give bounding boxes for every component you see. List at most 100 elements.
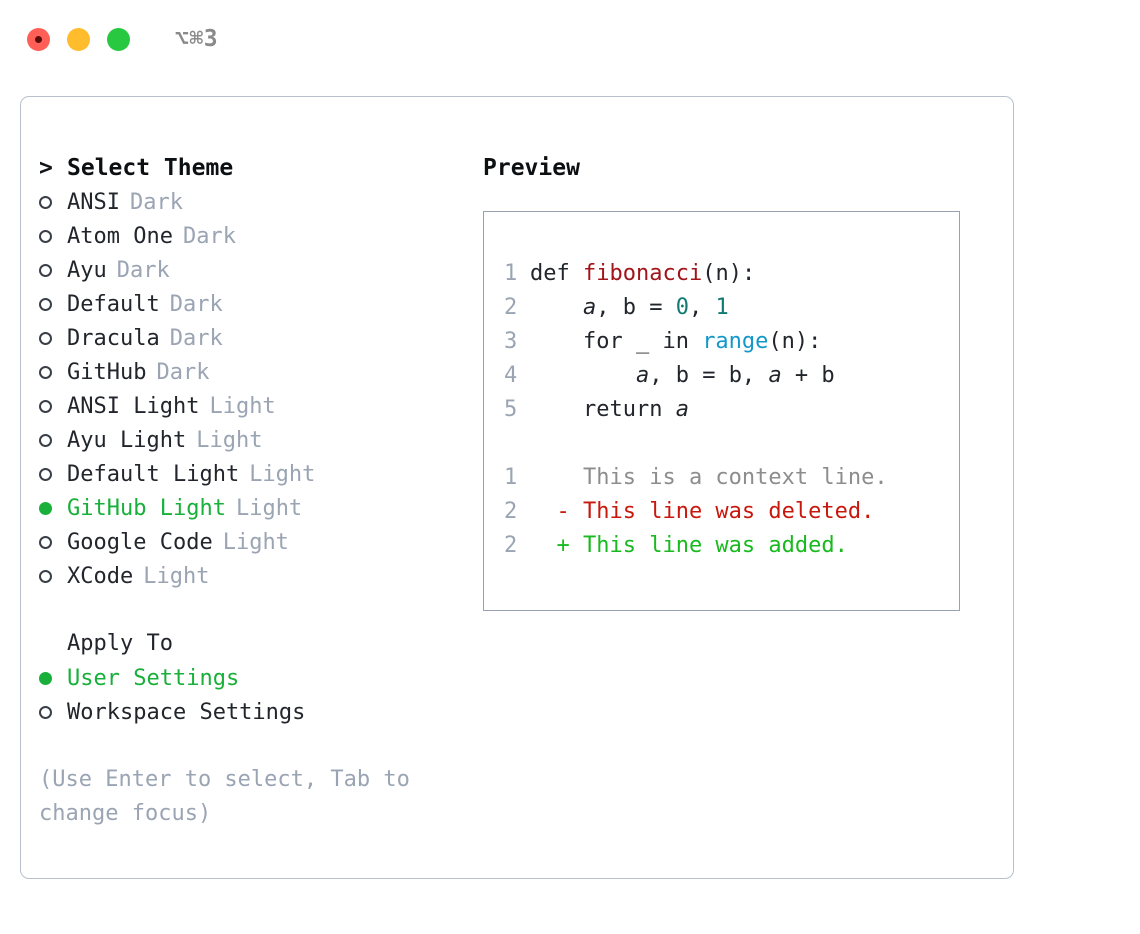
code-token: + b [781, 363, 835, 388]
theme-option-label: ANSI [67, 189, 120, 215]
diff-line-content: + This line was added. [530, 533, 848, 558]
code-line-number: 1 [504, 261, 518, 286]
select-theme-heading: > Select Theme [39, 151, 483, 185]
caret-icon: > [39, 155, 53, 181]
code-token: = [635, 295, 676, 320]
minimize-window-button[interactable] [67, 27, 90, 51]
radio-unselected-icon [39, 695, 67, 729]
traffic-light-group [27, 27, 130, 51]
theme-option-atom-one[interactable]: Atom One Dark [39, 219, 483, 253]
theme-category-tag: Light [196, 427, 263, 453]
diff-sample: 1 This is a context line.2 - This line w… [484, 461, 959, 563]
code-token [530, 295, 583, 320]
theme-option-label: GitHub [67, 359, 147, 385]
diff-line-content: - This line was deleted. [530, 499, 875, 524]
theme-category-tag: Dark [182, 223, 236, 249]
radio-selected-icon [39, 661, 67, 695]
diff-line-context: 1 This is a context line. [484, 461, 959, 495]
code-token: def [530, 261, 583, 286]
close-window-button[interactable] [27, 27, 50, 51]
theme-option-ansi[interactable]: ANSI Dark [39, 185, 483, 219]
code-token: , [596, 295, 623, 320]
theme-option-label: GitHub Light [67, 495, 226, 521]
theme-category-tag: Dark [156, 359, 210, 385]
diff-line-added: 2 + This line was added. [484, 529, 959, 563]
radio-selected-icon [39, 491, 67, 525]
apply-to-option-workspace-settings[interactable]: Workspace Settings [39, 695, 483, 729]
radio-unselected-icon [39, 423, 67, 457]
apply-to-option-label: Workspace Settings [67, 699, 306, 725]
apply-to-option-label: User Settings [67, 665, 240, 691]
code-line: 1 def fibonacci(n): [484, 257, 959, 291]
theme-category-tag: Light [235, 495, 303, 521]
code-line-content: return a [530, 393, 689, 427]
section-spacer [39, 593, 483, 627]
apply-to-option-user-settings[interactable]: User Settings [39, 661, 483, 695]
code-token: a [768, 363, 782, 388]
code-line-content: a, b = b, a + b [530, 359, 835, 393]
theme-option-ansi-light[interactable]: ANSI Light Light [39, 389, 483, 423]
maximize-window-button[interactable] [107, 27, 130, 51]
diff-line-deleted: 2 - This line was deleted. [484, 495, 959, 529]
code-token: (n): [702, 261, 756, 286]
code-token: 0 [675, 295, 689, 320]
theme-option-label: Default [67, 291, 160, 317]
window-titlebar: ⌥⌘3 [0, 0, 1140, 78]
theme-option-google-code[interactable]: Google Code Light [39, 525, 483, 559]
theme-option-label: ANSI Light [67, 393, 200, 419]
code-token [530, 363, 636, 388]
code-token: range [702, 329, 769, 354]
theme-option-github-light[interactable]: GitHub Light Light [39, 491, 483, 525]
radio-unselected-icon [39, 525, 67, 559]
theme-option-github[interactable]: GitHub Dark [39, 355, 483, 389]
diff-line-content: This is a context line. [530, 465, 888, 490]
radio-unselected-icon [39, 321, 67, 355]
radio-unselected-icon [39, 185, 67, 219]
theme-category-tag: Dark [129, 189, 183, 215]
code-line: 5 return a [484, 393, 959, 427]
theme-option-label: Ayu Light [67, 427, 187, 453]
theme-option-label: Atom One [67, 223, 173, 249]
code-token: fibonacci [582, 261, 703, 286]
code-token: (n): [768, 329, 822, 354]
code-line: 4 a, b = b, a + b [484, 359, 959, 393]
theme-option-label: Google Code [67, 529, 213, 555]
code-token: a [582, 295, 597, 320]
theme-category-tag: Light [222, 529, 289, 555]
radio-unselected-icon [39, 389, 67, 423]
code-line-content: a, b = 0, 1 [530, 291, 729, 325]
radio-unselected-icon [39, 253, 67, 287]
diff-line-number: 2 [504, 499, 518, 524]
radio-unselected-icon [39, 287, 67, 321]
theme-category-tag: Dark [169, 325, 223, 351]
code-line-content: for _ in range(n): [530, 325, 821, 359]
code-token: for _ in [530, 329, 703, 354]
keyboard-hint-text: (Use Enter to select, Tab to change focu… [39, 767, 410, 826]
code-token: , b = b, [649, 363, 769, 388]
keyboard-shortcut-label: ⌥⌘3 [175, 26, 219, 52]
code-line-number: 3 [504, 329, 518, 354]
theme-option-ayu-light[interactable]: Ayu Light Light [39, 423, 483, 457]
code-diff-spacer [484, 427, 959, 461]
radio-unselected-icon [39, 457, 67, 491]
theme-category-tag: Light [209, 393, 276, 419]
radio-unselected-icon [39, 219, 67, 253]
radio-unselected-icon [39, 355, 67, 389]
code-line-number: 4 [504, 363, 518, 388]
theme-option-label: XCode [67, 563, 134, 589]
code-line-content: def fibonacci(n): [530, 257, 755, 291]
diff-line-number: 1 [504, 465, 518, 490]
code-token: , [688, 295, 716, 320]
radio-unselected-icon [39, 559, 67, 593]
